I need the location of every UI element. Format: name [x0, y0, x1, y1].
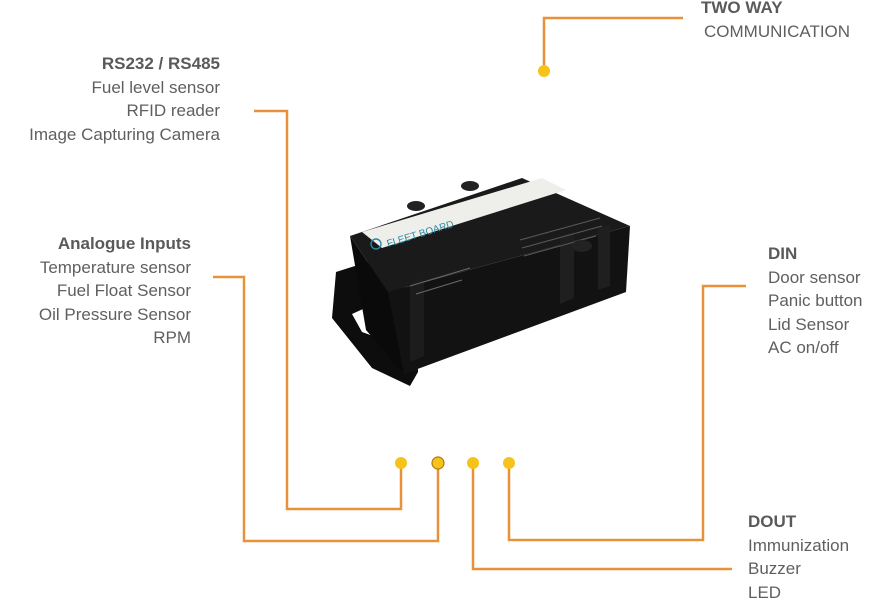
heading-rs232: RS232 / RS485: [29, 52, 220, 76]
item-buzzer: Buzzer: [748, 557, 849, 581]
port-dot-two-way: [538, 65, 550, 77]
port-dot-dout: [467, 457, 479, 469]
heading-din: DIN: [768, 242, 863, 266]
label-group-din: DIN Door sensor Panic button Lid Sensor …: [768, 242, 863, 360]
item-temperature-sensor: Temperature sensor: [39, 256, 191, 280]
wire-dout: [473, 463, 732, 569]
port-dot-rs232: [395, 457, 407, 469]
label-group-analogue: Analogue Inputs Temperature sensor Fuel …: [39, 232, 191, 350]
item-lid-sensor: Lid Sensor: [768, 313, 863, 337]
item-ac-on-off: AC on/off: [768, 336, 863, 360]
port-dot-din: [503, 457, 515, 469]
item-panic-button: Panic button: [768, 289, 863, 313]
port-dot-analogue: [432, 457, 444, 469]
item-led: LED: [748, 581, 849, 604]
fleet-board-device: FLEET BOARD: [332, 178, 630, 386]
item-communication: COMMUNICATION: [701, 20, 850, 44]
label-group-rs232: RS232 / RS485 Fuel level sensor RFID rea…: [29, 52, 220, 146]
heading-analogue: Analogue Inputs: [39, 232, 191, 256]
wire-din: [509, 286, 746, 540]
heading-dout: DOUT: [748, 510, 849, 534]
item-oil-pressure-sensor: Oil Pressure Sensor: [39, 303, 191, 327]
item-door-sensor: Door sensor: [768, 266, 863, 290]
heading-two-way: TWO WAY: [701, 0, 850, 20]
item-immunization: Immunization: [748, 534, 849, 558]
item-image-capturing-camera: Image Capturing Camera: [29, 123, 220, 147]
label-group-dout: DOUT Immunization Buzzer LED: [748, 510, 849, 604]
item-rfid-reader: RFID reader: [29, 99, 220, 123]
item-fuel-float-sensor: Fuel Float Sensor: [39, 279, 191, 303]
item-fuel-level-sensor: Fuel level sensor: [29, 76, 220, 100]
wire-two-way: [544, 18, 683, 71]
item-rpm: RPM: [39, 326, 191, 350]
label-group-two-way: TWO WAY COMMUNICATION: [701, 0, 850, 43]
